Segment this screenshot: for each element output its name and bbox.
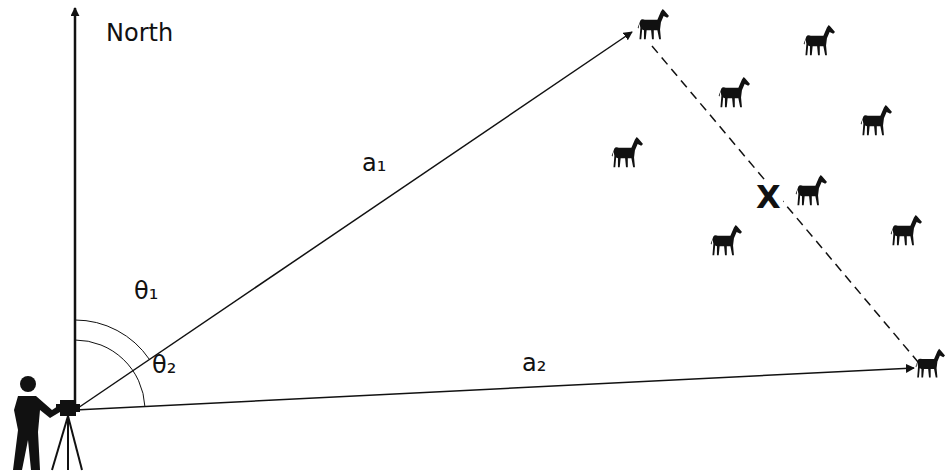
horse-group [612,9,945,378]
vector-label: a₁ [362,150,386,176]
north-arrow [74,8,77,410]
dashed-line [652,46,918,362]
vector-a1 [75,32,632,410]
angle-arc [75,340,145,407]
angle-label: θ₁ [134,278,158,304]
vector-a2 [75,368,914,410]
person-figure [13,376,60,470]
angle-label: θ₂ [152,352,176,378]
north-label: North [106,20,173,46]
angle-arc [75,320,149,359]
vector-label: a₂ [522,350,546,376]
midpoint-mark: X [754,180,783,215]
